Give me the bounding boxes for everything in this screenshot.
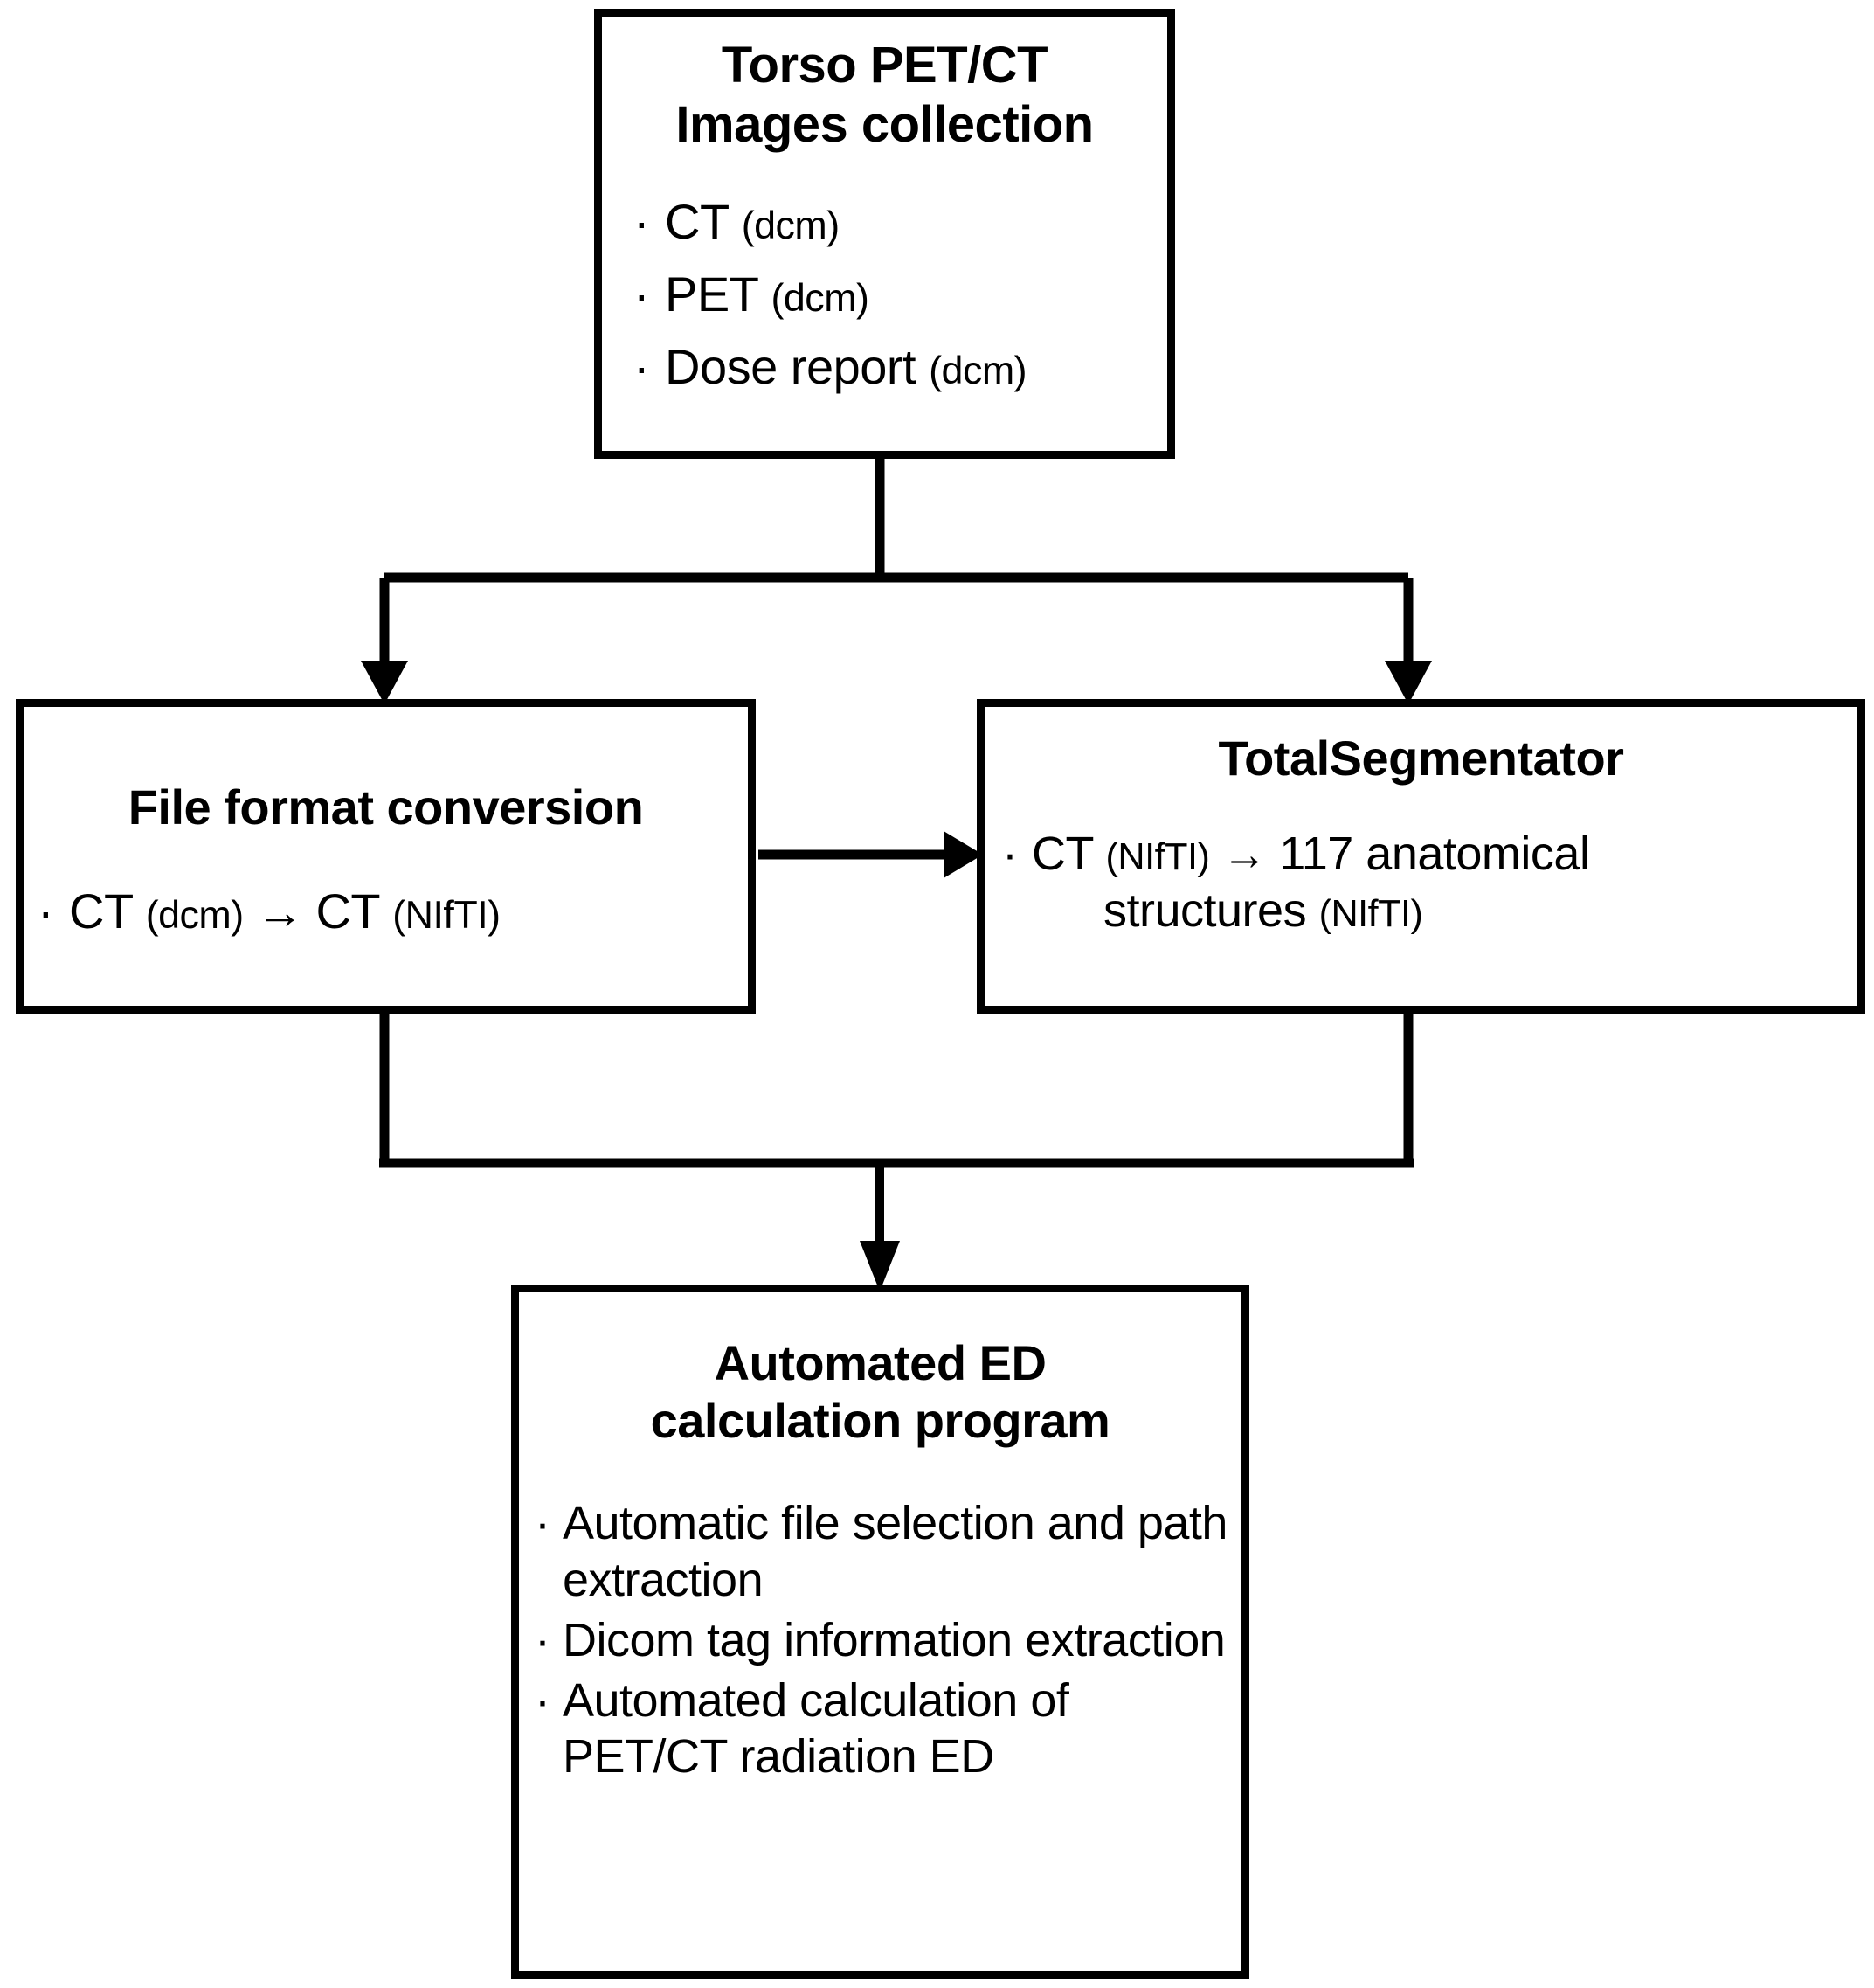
segmentator-to-main: 117 anatomical xyxy=(1279,828,1590,881)
bullet-dot-icon: · xyxy=(633,267,650,322)
segmentator-from-format: (NIfTI) xyxy=(1105,836,1210,879)
calculation-item-list: · Automatic file selection and path extr… xyxy=(535,1495,1241,1785)
bullet-dot-icon: · xyxy=(38,883,54,939)
conversion-to-format: (NIfTI) xyxy=(392,893,501,938)
bullet-dot-icon: · xyxy=(535,1613,550,1666)
bullet-dot-icon: · xyxy=(1002,828,1018,881)
collection-item-1-main: PET xyxy=(665,267,758,322)
right-arrow-icon: → xyxy=(256,887,303,939)
calculation-item-2-text: Automated calculation of PET/CT radiatio… xyxy=(563,1673,1069,1784)
node-title-calculation: Automated ED calculation program xyxy=(519,1334,1241,1450)
node-torso-petct-images-collection[interactable]: Torso PET/CT Images collection · CT (dcm… xyxy=(594,9,1175,459)
segmentator-item-list: · CT (NIfTI) → 117 anatomical structures… xyxy=(1002,826,1857,939)
collection-item-0-format: (dcm) xyxy=(741,203,840,247)
conversion-item-list: · CT (dcm) → CT (NIfTI) xyxy=(38,882,748,941)
conversion-from-main: CT xyxy=(69,883,133,939)
calculation-title-line-1: Automated ED xyxy=(714,1335,1047,1390)
collection-title-line-1: Torso PET/CT xyxy=(721,37,1048,94)
list-item: · Dose report (dcm) xyxy=(633,337,1167,396)
node-automated-ed-calculation-program[interactable]: Automated ED calculation program · Autom… xyxy=(511,1285,1249,1979)
node-totalsegmentator[interactable]: TotalSegmentator · CT (NIfTI) → 117 anat… xyxy=(977,699,1865,1014)
node-title-conversion: File format conversion xyxy=(128,779,644,835)
list-item: · Dicom tag information extraction xyxy=(535,1612,1241,1669)
segmentator-to-main-line2: structures xyxy=(1103,883,1307,937)
list-item: · Automatic file selection and path extr… xyxy=(535,1495,1241,1609)
collection-item-2-main: Dose report xyxy=(665,339,916,395)
arrowhead-to-conversion xyxy=(361,661,408,704)
conversion-from-format: (dcm) xyxy=(145,893,244,938)
collection-item-2-format: (dcm) xyxy=(929,349,1027,393)
collection-item-1-format: (dcm) xyxy=(771,276,869,321)
node-title-segmentator: TotalSegmentator xyxy=(1218,731,1624,786)
arrowhead-to-calculation xyxy=(860,1241,900,1292)
calculation-item-1-text: Dicom tag information extraction xyxy=(563,1613,1226,1666)
list-item: · CT (dcm) xyxy=(633,192,1167,251)
right-arrow-icon: → xyxy=(1221,829,1267,880)
bullet-dot-icon: · xyxy=(633,193,650,249)
conversion-to-main: CT xyxy=(315,883,380,939)
list-item: · CT (NIfTI) → 117 anatomical structures… xyxy=(1002,826,1857,939)
segmentator-line-2: structures (NIfTI) xyxy=(1032,883,1857,939)
bullet-dot-icon: · xyxy=(535,1673,550,1727)
collection-title-line-2: Images collection xyxy=(675,96,1094,154)
node-file-format-conversion[interactable]: File format conversion · CT (dcm) → CT (… xyxy=(16,699,756,1014)
segmentator-from-main: CT xyxy=(1032,828,1094,881)
segmentator-line-1: CT (NIfTI) → 117 anatomical xyxy=(1032,826,1857,883)
list-item: · Automated calculation of PET/CT radiat… xyxy=(535,1673,1241,1786)
calculation-title-line-2: calculation program xyxy=(650,1393,1110,1449)
calculation-item-0-text: Automatic file selection and path extrac… xyxy=(563,1497,1227,1606)
bullet-dot-icon: · xyxy=(633,339,650,395)
bullet-dot-icon: · xyxy=(535,1497,550,1550)
node-title-collection: Torso PET/CT Images collection xyxy=(602,36,1167,156)
list-item: · CT (dcm) → CT (NIfTI) xyxy=(38,882,748,941)
arrowhead-to-segmentator xyxy=(1385,661,1432,704)
segmentator-to-format: (NIfTI) xyxy=(1318,892,1423,935)
list-item: · PET (dcm) xyxy=(633,265,1167,323)
arrowhead-conversion-to-segmentator xyxy=(944,831,983,878)
collection-item-list: · CT (dcm) · PET (dcm) · Dose report (dc… xyxy=(633,192,1167,397)
collection-item-0-main: CT xyxy=(665,193,729,249)
